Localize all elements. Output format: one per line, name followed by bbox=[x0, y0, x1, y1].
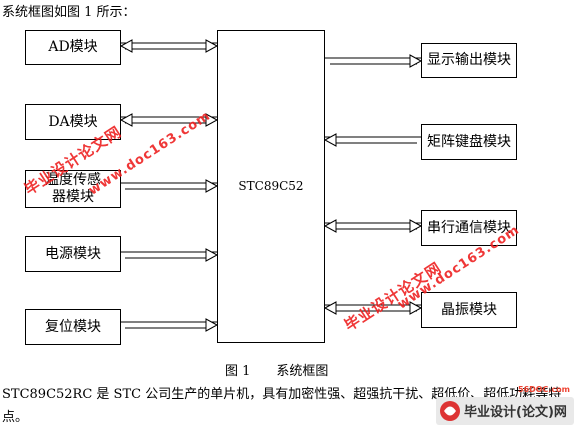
arrow-ad bbox=[119, 39, 219, 53]
body-paragraph: STC89C52RC 是 STC 公司生产的单片机，具有加密性强、超强抗干扰、超… bbox=[2, 387, 562, 425]
arrow-reset bbox=[121, 318, 219, 332]
arrow-keypad bbox=[323, 133, 421, 147]
module-serial: 串行通信模块 bbox=[421, 210, 517, 246]
arrow-power bbox=[121, 248, 219, 262]
corner-logo-text: 毕业设计(论文)网 bbox=[464, 404, 567, 420]
intro-text: 系统框图如图 1 所示： bbox=[2, 5, 136, 20]
module-da: DA模块 bbox=[25, 104, 121, 140]
arrow-serial bbox=[323, 219, 423, 233]
figure-caption: 图 1 系统框图 bbox=[225, 360, 328, 379]
corner-watermark-url: 56DOC.com bbox=[517, 385, 570, 394]
module-keypad: 矩阵键盘模块 bbox=[421, 124, 517, 160]
figure-number: 图 1 bbox=[225, 364, 251, 379]
module-power: 电源模块 bbox=[25, 236, 121, 272]
arrow-display bbox=[325, 54, 423, 68]
arrow-da bbox=[119, 113, 219, 127]
block-diagram-connectors bbox=[119, 39, 423, 332]
module-reset: 复位模块 bbox=[25, 309, 121, 345]
mcu-block: STC89C52 bbox=[217, 30, 325, 343]
figure-title: 系统框图 bbox=[276, 364, 329, 379]
arrow-temp bbox=[121, 179, 219, 193]
module-temp-sensor: 温度传感器模块 bbox=[25, 170, 121, 208]
module-display: 显示输出模块 bbox=[421, 43, 517, 78]
module-crystal: 晶振模块 bbox=[421, 292, 517, 328]
corner-logo: 毕业设计(论文)网 bbox=[436, 397, 574, 425]
module-ad: AD模块 bbox=[25, 30, 121, 65]
arrow-crystal bbox=[323, 301, 423, 315]
